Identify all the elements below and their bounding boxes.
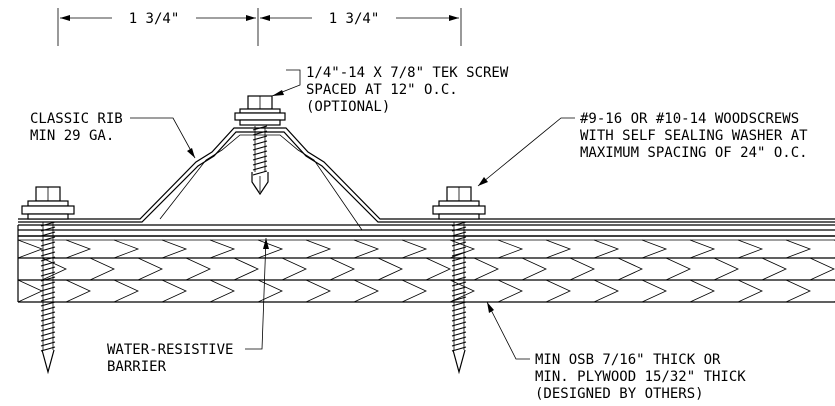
sheathing-deck	[17, 224, 835, 303]
tek-screw-line-3: (OPTIONAL)	[306, 99, 390, 115]
classic-rib-line-2: MIN 29 GA.	[30, 128, 114, 144]
classic-rib-line-1: CLASSIC RIB	[30, 111, 123, 127]
tek-screw-line-1: 1/4"-14 X 7/8" TEK SCREW	[306, 65, 509, 81]
tek-screw	[234, 95, 286, 196]
sheathing-line-3: (DESIGNED BY OTHERS)	[535, 386, 704, 402]
callout-woodscrews: #9-16 OR #10-14 WOODSCREWS WITH SELF SEA…	[477, 111, 808, 187]
sheathing-ply-pattern	[17, 239, 835, 259]
barrier-line-2: BARRIER	[107, 359, 167, 375]
sheathing-line-1: MIN OSB 7/16" THICK OR	[535, 352, 721, 368]
dimension-left-label: 1 3/4"	[129, 11, 180, 27]
sheathing-ply-pattern	[17, 279, 835, 303]
callout-tek-screw: 1/4"-14 X 7/8" TEK SCREW SPACED AT 12" O…	[271, 65, 509, 115]
sheathing-line-2: MIN. PLYWOOD 15/32" THICK	[535, 369, 746, 385]
woodscrews-line-2: WITH SELF SEALING WASHER AT	[580, 128, 808, 144]
woodscrew-left	[21, 186, 75, 375]
callout-classic-rib: CLASSIC RIB MIN 29 GA.	[30, 111, 196, 159]
barrier-line-1: WATER-RESISTIVE	[107, 342, 233, 358]
dimension-right-label: 1 3/4"	[329, 11, 380, 27]
woodscrew-right	[432, 186, 486, 375]
callout-sheathing: MIN OSB 7/16" THICK OR MIN. PLYWOOD 15/3…	[486, 301, 746, 402]
tek-screw-line-2: SPACED AT 12" O.C.	[306, 82, 458, 98]
sheathing-ply-pattern	[41, 257, 835, 281]
woodscrews-line-3: MAXIMUM SPACING OF 24" O.C.	[580, 145, 808, 161]
dimension-line: 1 3/4" 1 3/4"	[57, 8, 462, 46]
callout-water-resistive-barrier: WATER-RESISTIVE BARRIER	[107, 237, 269, 375]
woodscrews-line-1: #9-16 OR #10-14 WOODSCREWS	[580, 111, 799, 127]
